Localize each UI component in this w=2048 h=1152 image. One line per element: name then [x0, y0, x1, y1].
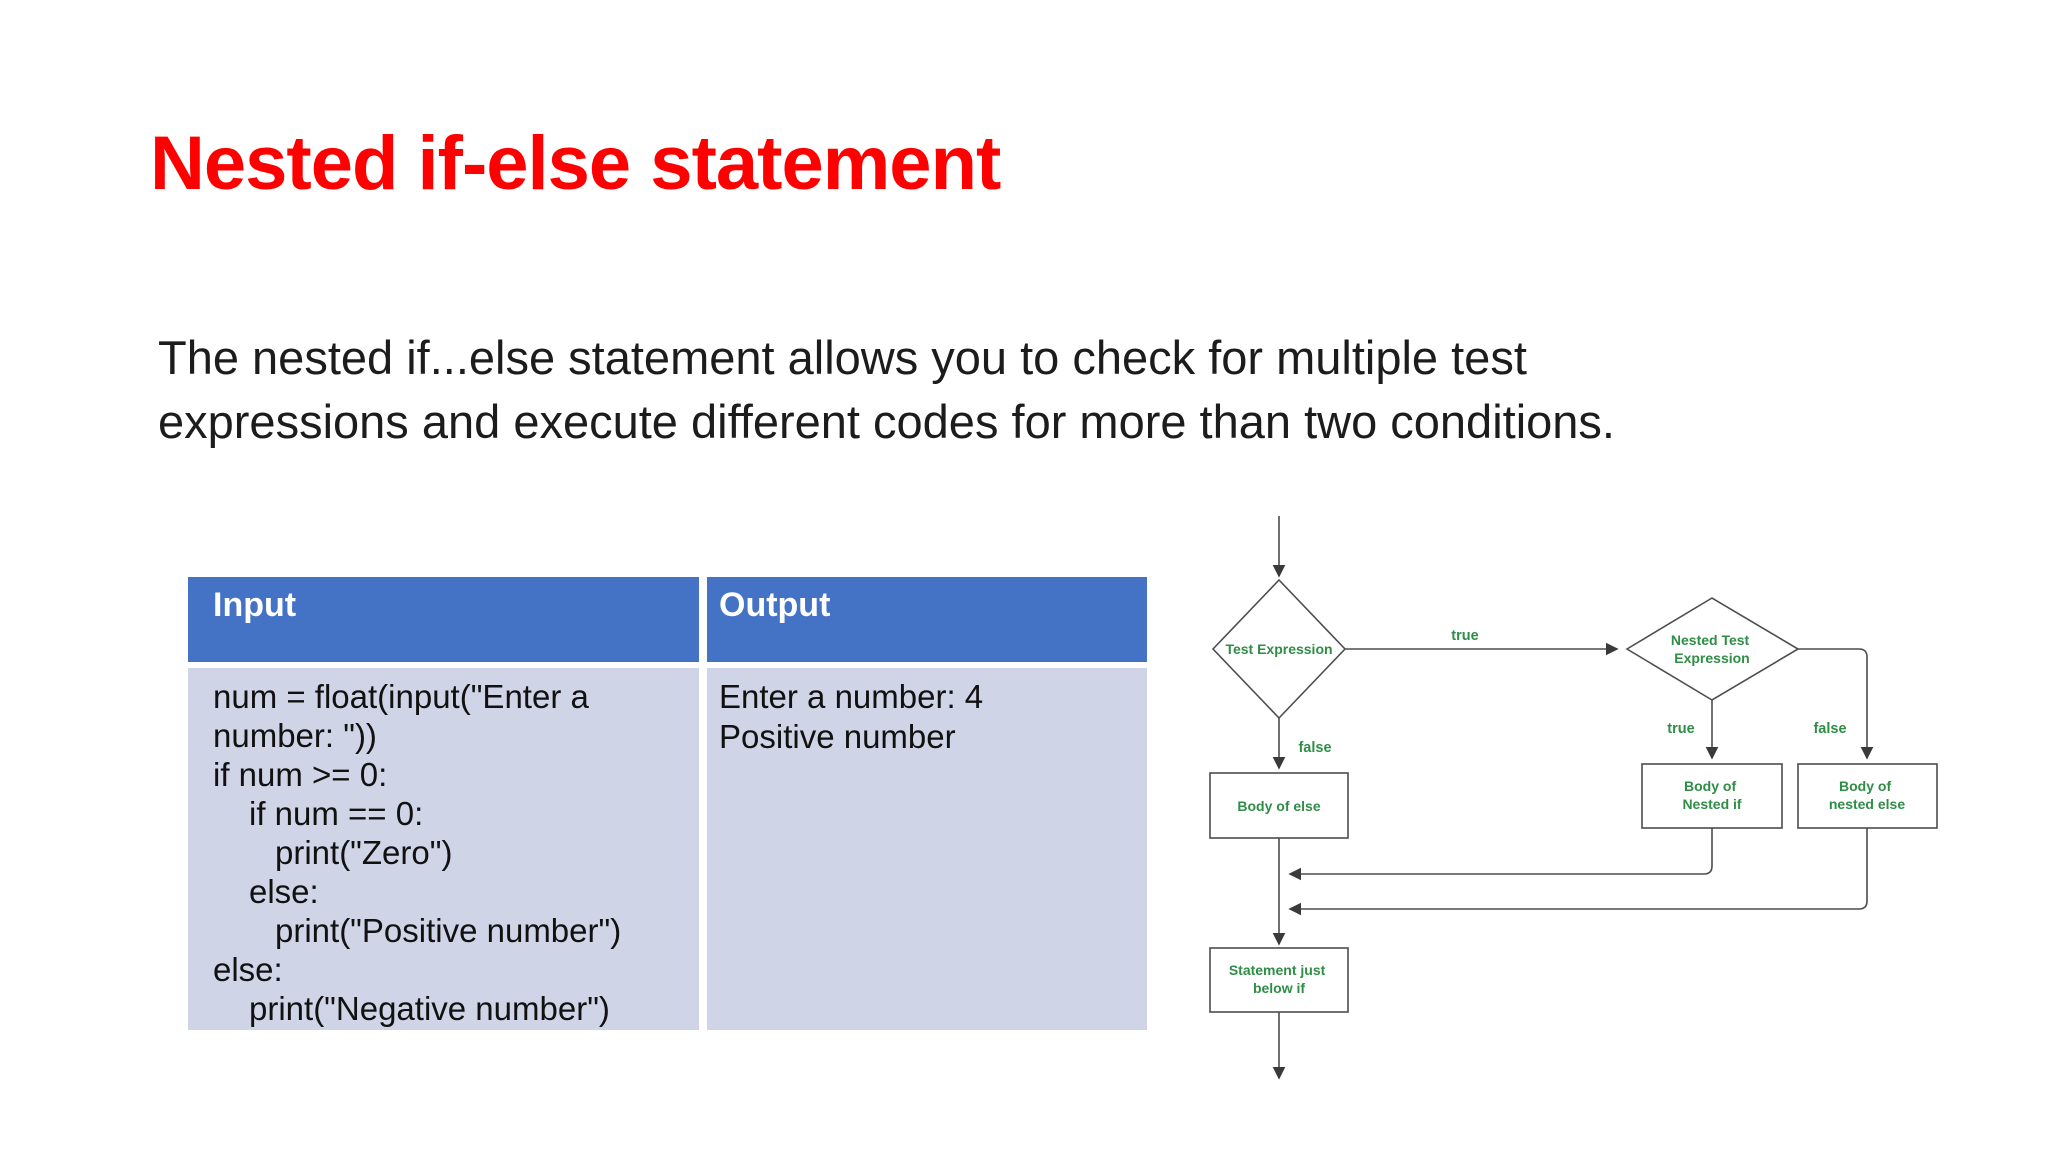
body-of-nested-else-label: Body of nested else: [1829, 778, 1905, 812]
body-of-nested-else-line1: Body of: [1839, 778, 1891, 794]
body-of-else-node: [1209, 772, 1349, 839]
output-result-cell: Enter a number: 4 Positive number: [707, 668, 1147, 1030]
false-edge-label: false: [1298, 740, 1331, 756]
nested-false-edge: [1798, 648, 1874, 760]
input-column-header: Input: [188, 577, 699, 662]
body-of-nested-else-line2: nested else: [1829, 796, 1905, 812]
statement-below-if-node: [1209, 947, 1349, 1013]
statement-below-if-label: Statement just below if: [1229, 962, 1329, 996]
merge-edge-nested-if: [1288, 828, 1713, 881]
merge-edge-nested-else: [1288, 828, 1868, 916]
nested-test-diamond: [1625, 597, 1800, 701]
slide-title: Nested if-else statement: [150, 121, 1001, 206]
statement-below-if-line2: below if: [1253, 980, 1305, 996]
nested-true-label: true: [1667, 721, 1694, 737]
nested-false-label: false: [1813, 721, 1846, 737]
table-body-row: num = float(input("Enter a number: ")) i…: [188, 668, 1147, 1030]
code-line: number: ")): [213, 717, 377, 754]
slide-paragraph: The nested if...else statement allows yo…: [158, 326, 1615, 454]
body-of-else-label: Body of else: [1237, 798, 1320, 814]
table-header-row: Input Output: [188, 577, 1147, 662]
body-of-nested-if-node: [1641, 763, 1783, 829]
test-expression-label: Test Expression: [1225, 641, 1332, 657]
nested-test-label: Nested Test Expression: [1671, 632, 1753, 666]
code-line: num = float(input("Enter a: [213, 678, 589, 715]
paragraph-line-1: The nested if...else statement allows yo…: [158, 331, 1527, 384]
paragraph-line-2: expressions and execute different codes …: [158, 395, 1615, 448]
output-line: Enter a number: 4: [719, 678, 984, 715]
statement-below-if-line1: Statement just: [1229, 962, 1326, 978]
code-line: print("Negative number"): [249, 990, 610, 1027]
code-line: else:: [249, 873, 319, 910]
body-of-nested-if-label: Body of Nested if: [1682, 778, 1741, 812]
body-of-nested-if-line2: Nested if: [1682, 796, 1741, 812]
body-of-nested-if-line1: Body of: [1684, 778, 1736, 794]
output-line: Positive number: [719, 718, 956, 755]
output-column-header: Output: [707, 577, 1147, 662]
code-line: print("Positive number"): [275, 912, 622, 949]
nested-if-flowchart: Test Expression true Nested Test Express…: [1209, 516, 1938, 1080]
nested-test-label-line2: Expression: [1674, 650, 1749, 666]
true-edge-label: true: [1451, 628, 1478, 644]
code-line: if num == 0:: [249, 795, 424, 832]
code-line: else:: [213, 951, 283, 988]
code-line: print("Zero"): [275, 834, 453, 871]
input-code-cell: num = float(input("Enter a number: ")) i…: [188, 668, 699, 1030]
nested-test-label-line1: Nested Test: [1671, 632, 1750, 648]
code-line: if num >= 0:: [213, 756, 388, 793]
input-output-table: Input Output num = float(input("Enter a …: [188, 577, 1147, 1030]
